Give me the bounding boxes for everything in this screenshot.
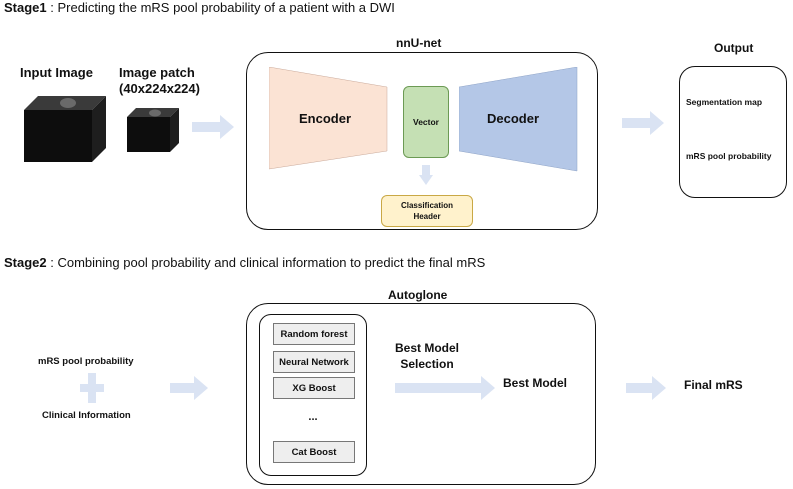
best-model-label: Best Model — [503, 376, 568, 390]
arrow-to-final — [626, 376, 666, 400]
input-image-label: Input Image — [20, 65, 93, 80]
classification-header-box: Classification Header — [381, 195, 473, 227]
model-list: Random forest Neural Network XG Boost ..… — [259, 314, 367, 476]
output-item-pool-probability: mRS pool probability — [686, 151, 772, 161]
model-neural-network: Neural Network — [273, 351, 355, 373]
nnunet-title: nnU-net — [396, 36, 442, 50]
model-random-forest: Random forest — [273, 323, 355, 345]
output-item-segmentation: Segmentation map — [686, 97, 763, 107]
autogluon-box: Random forest Neural Network XG Boost ..… — [246, 303, 596, 485]
stage2-prefix: Stage2 — [4, 255, 47, 270]
arrow-to-output — [622, 111, 664, 135]
stage2-text: : Combining pool probability and clinica… — [46, 255, 486, 270]
image-patch-label: Image patch (40x224x224) — [119, 65, 200, 97]
best-model-selection-line1: Best Model — [395, 341, 460, 355]
model-ellipsis: ... — [308, 411, 318, 423]
stage1-prefix: Stage1 — [4, 0, 47, 15]
image-patch-cube — [127, 108, 179, 152]
best-model-selection-line2: Selection — [400, 357, 454, 371]
input-image-cube — [24, 96, 106, 162]
classification-header-line2: Header — [413, 212, 441, 221]
nnunet-box: Encoder Vector Decoder Classification He… — [246, 52, 598, 230]
decoder-label: Decoder — [487, 111, 540, 126]
best-model-selection-label: Best Model Selection — [395, 340, 459, 372]
stage2-title: Stage2 : Combining pool probability and … — [4, 255, 485, 270]
classification-header-line1: Classification — [400, 201, 453, 210]
input-pool-probability: mRS pool probability — [38, 356, 134, 367]
image-patch-label-line2: (40x224x224) — [119, 81, 200, 96]
arrow-to-classification — [419, 165, 433, 185]
encoder-label: Encoder — [299, 111, 352, 126]
decoder-shape — [459, 67, 578, 172]
stage1-text: : Predicting the mRS pool probability of… — [46, 0, 395, 15]
encoder-shape — [269, 67, 388, 170]
vector-box: Vector — [403, 86, 449, 158]
model-cat-boost: Cat Boost — [273, 441, 355, 463]
arrow-to-best-model — [395, 376, 495, 400]
output-box: Segmentation map mRS pool probability — [679, 66, 787, 198]
image-patch-label-line1: Image patch — [119, 65, 195, 80]
arrow-to-autogluon — [170, 376, 208, 400]
vector-label: Vector — [413, 117, 439, 127]
output-title: Output — [714, 41, 754, 55]
autogluon-title: Autoglone — [388, 288, 448, 302]
stage1-title: Stage1 : Predicting the mRS pool probabi… — [4, 0, 395, 15]
input-clinical-information: Clinical Information — [42, 410, 131, 421]
model-xg-boost: XG Boost — [273, 377, 355, 399]
arrow-to-nnunet — [192, 115, 234, 139]
plus-icon — [80, 373, 104, 403]
final-mrs-label: Final mRS — [684, 378, 743, 392]
